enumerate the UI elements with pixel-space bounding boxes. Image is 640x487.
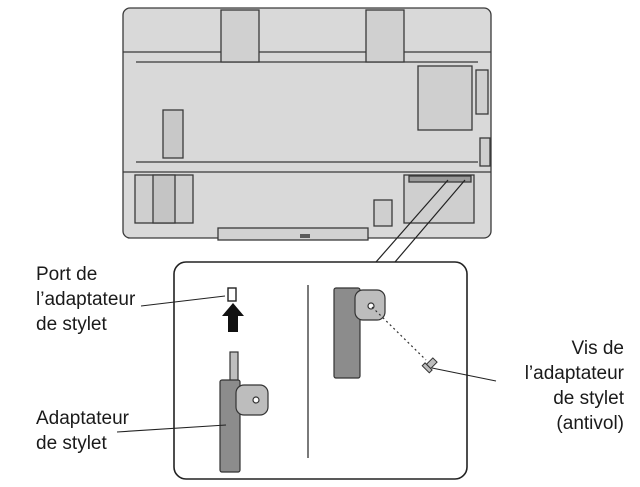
- label-port-line-1: Port de: [36, 264, 98, 285]
- top-bracket-left: [220, 9, 260, 63]
- pen-adapter-installed: [333, 287, 386, 379]
- label-screw-line-3: de stylet: [553, 388, 624, 409]
- label-pen-adapter: Adaptateur de stylet: [36, 406, 129, 456]
- label-screw-line-2: l’adaptateur: [524, 363, 624, 384]
- label-adapter-line-2: de stylet: [36, 433, 107, 454]
- zoom-lines: [375, 179, 466, 263]
- top-bracket-right: [365, 9, 405, 63]
- bottom-strip: [217, 227, 369, 241]
- screw-icon: [421, 357, 438, 374]
- leader-lines: [116, 295, 497, 433]
- insert-arrow-icon: [222, 303, 244, 332]
- pen-adapter: [219, 351, 269, 473]
- label-screw-line-1: Vis de: [571, 338, 624, 359]
- label-adapter-screw: Vis de l’adaptateur de stylet (antivol): [525, 336, 624, 436]
- stand-mount-right: [373, 199, 393, 227]
- label-adapter-line-1: Adaptateur: [36, 408, 129, 429]
- detail-callout-box: [173, 261, 468, 480]
- label-port-line-2: l’adaptateur: [36, 289, 136, 310]
- label-screw-line-4: (antivol): [556, 413, 624, 434]
- label-port-line-3: de stylet: [36, 314, 107, 335]
- monitor-rear-view: [122, 7, 492, 241]
- port-slot-icon: [227, 287, 237, 302]
- side-handle: [162, 109, 184, 159]
- terminal-panel: [417, 65, 473, 131]
- rear-port-area: [408, 175, 472, 183]
- label-pen-adapter-port: Port de l’adaptateur de stylet: [36, 262, 135, 337]
